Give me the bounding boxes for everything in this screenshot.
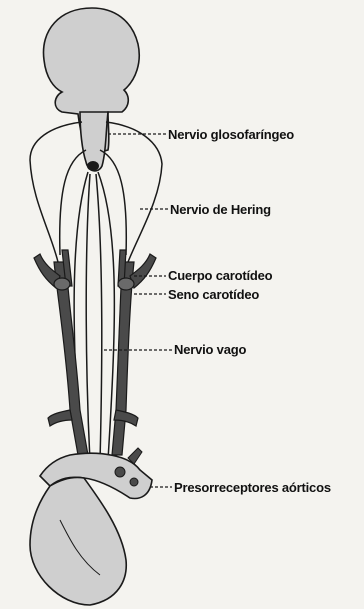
label-aortic-baroreceptors: Presorreceptores aórticos — [174, 480, 331, 495]
carotid-bodies — [54, 278, 134, 290]
medulla — [80, 112, 108, 171]
label-carotid-body: Cuerpo carotídeo — [168, 268, 272, 283]
label-hering-nerve: Nervio de Hering — [170, 202, 271, 217]
carotid-arteries — [34, 250, 156, 455]
label-carotid-sinus: Seno carotídeo — [168, 287, 259, 302]
label-glossopharyngeal-nerve: Nervio glosofaríngeo — [168, 127, 294, 142]
label-vagus-nerve: Nervio vago — [174, 342, 246, 357]
heart — [30, 477, 126, 605]
